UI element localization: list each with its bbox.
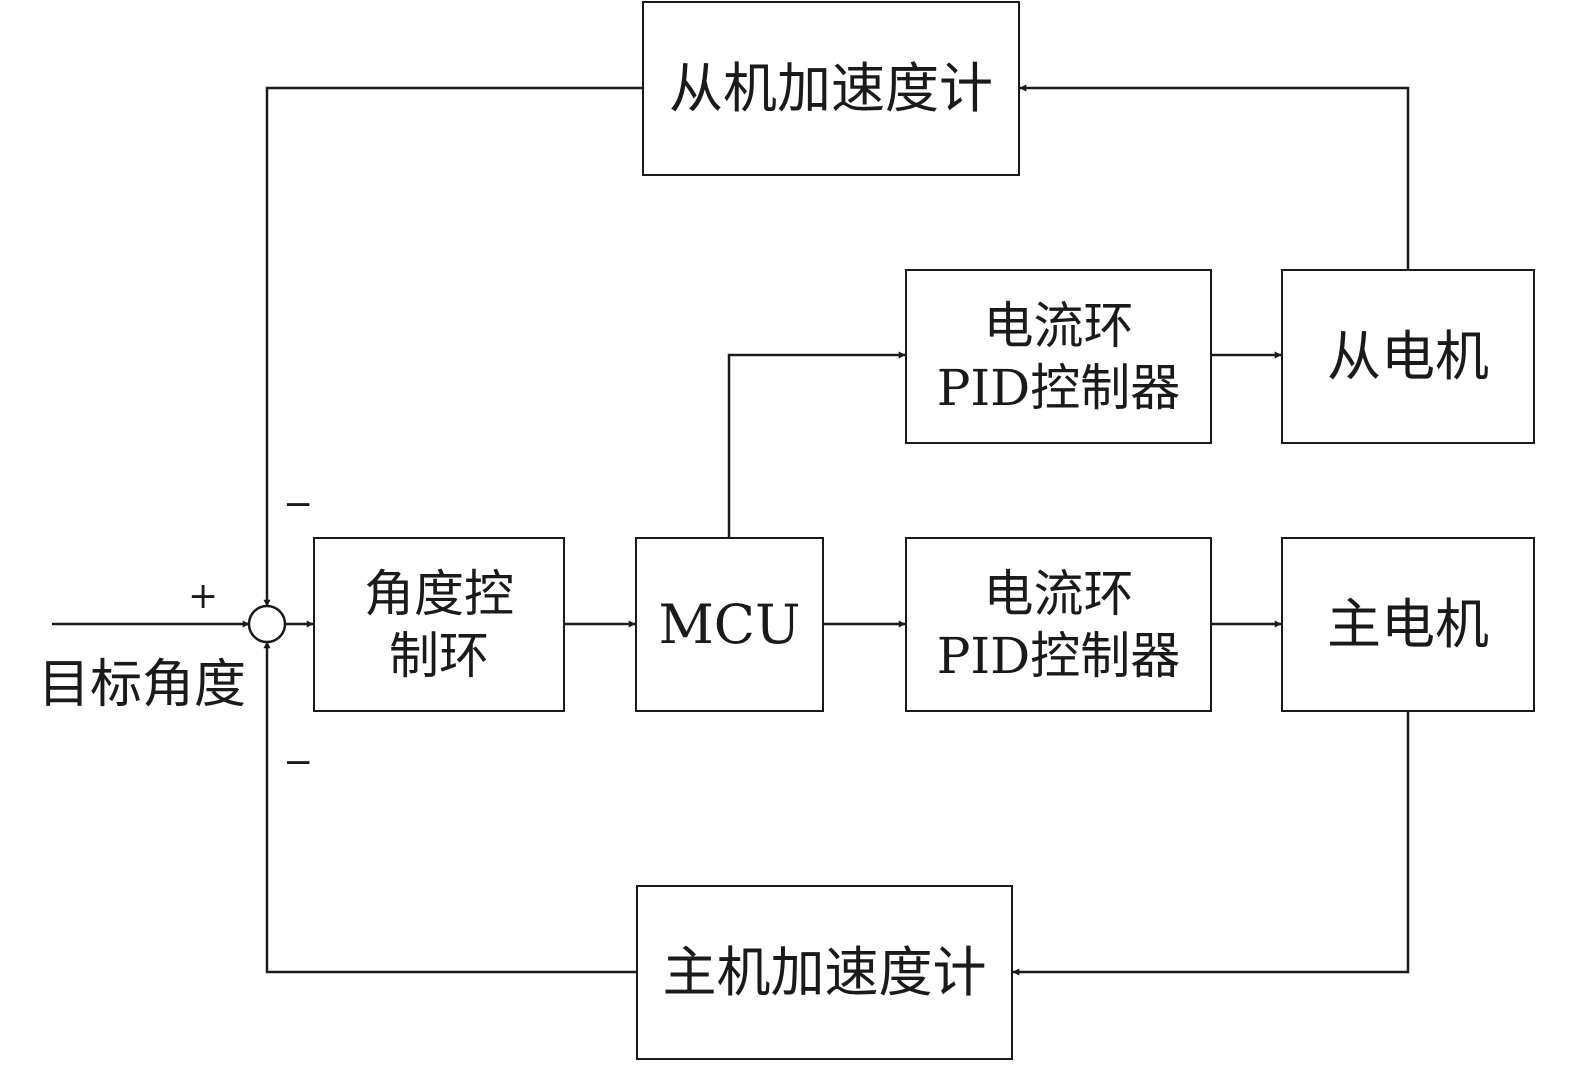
slave-feedback-line xyxy=(263,86,643,607)
mcu-to-top-pid xyxy=(727,351,906,537)
angle-loop-line2: 制环 xyxy=(389,626,489,685)
slave-motor-label: 从电机 xyxy=(1327,324,1489,388)
current-pid-top-block: 电流环 PID控制器 xyxy=(905,269,1212,444)
angle-loop-line1: 角度控 xyxy=(364,564,514,623)
minus-sign-top: − xyxy=(283,484,314,525)
mcu-label: MCU xyxy=(658,592,801,656)
current-pid-top-line1: 电流环 xyxy=(983,296,1134,355)
plus-sign: + xyxy=(188,576,219,617)
angle-loop-block: 角度控 制环 xyxy=(313,537,565,712)
master-accelerometer-label: 主机加速度计 xyxy=(662,940,987,1004)
current-pid-top-line2: PID控制器 xyxy=(936,358,1181,417)
minus-sign-bottom: − xyxy=(283,742,314,783)
master-feedback-line xyxy=(263,641,636,974)
slave-accelerometer-block: 从机加速度计 xyxy=(642,1,1020,176)
input-label: 目标角度 xyxy=(38,655,247,715)
current-pid-bottom-line2: PID控制器 xyxy=(936,626,1181,685)
slave-motor-block: 从电机 xyxy=(1281,269,1535,444)
master-motor-block: 主电机 xyxy=(1281,537,1535,712)
master-motor-to-accelerometer xyxy=(1012,712,1410,976)
master-accelerometer-block: 主机加速度计 xyxy=(636,885,1013,1060)
summing-junction xyxy=(247,604,287,644)
slave-accelerometer-label: 从机加速度计 xyxy=(669,56,993,120)
current-pid-bottom-block: 电流环 PID控制器 xyxy=(905,537,1212,712)
current-pid-bottom-line1: 电流环 xyxy=(983,564,1134,623)
master-motor-label: 主电机 xyxy=(1327,592,1489,656)
slave-motor-to-accelerometer xyxy=(1019,84,1410,269)
mcu-block: MCU xyxy=(635,537,824,712)
